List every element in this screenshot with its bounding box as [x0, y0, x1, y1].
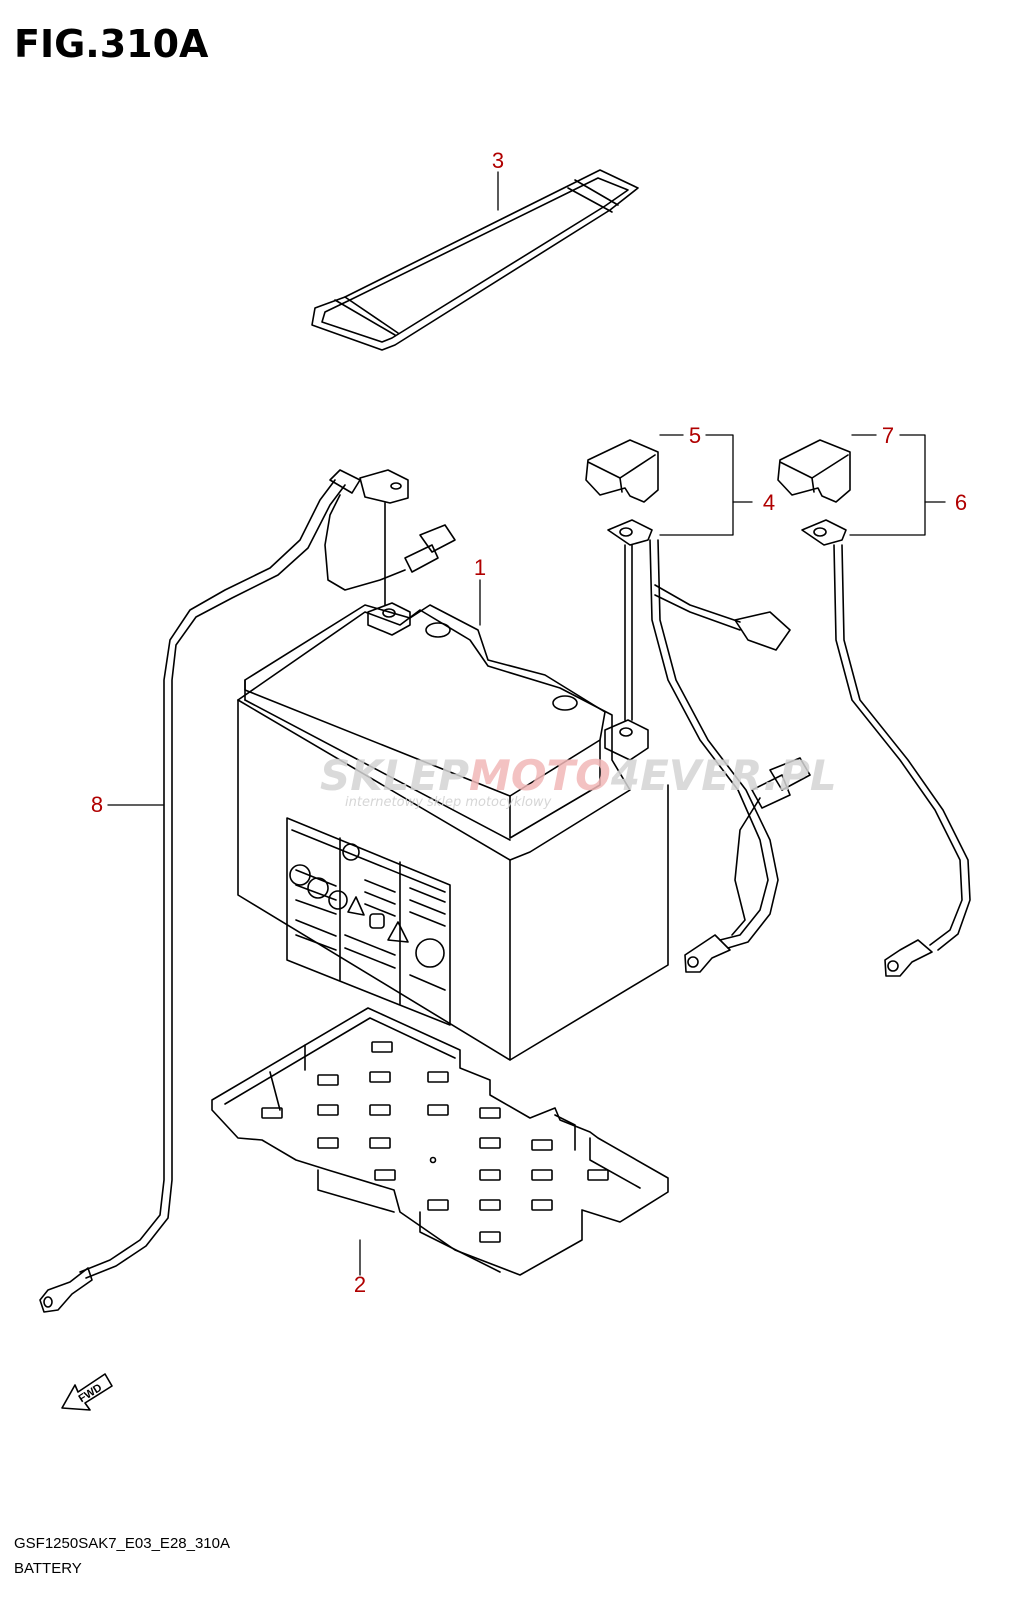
figure-caption: BATTERY: [14, 1560, 82, 1577]
callout-2: 2: [354, 1272, 366, 1297]
callout-4: 4: [763, 490, 775, 515]
fwd-arrow-icon: FWD: [61, 1373, 113, 1411]
callout-7: 7: [882, 423, 894, 448]
battery-tray: [211, 1007, 669, 1276]
svg-text:SKLEPMOTO4EVER.PL: SKLEPMOTO4EVER.PL: [320, 751, 837, 800]
watermark-brand-3: 4EVER: [610, 751, 763, 800]
watermark-brand-1: SKLEP: [320, 751, 469, 800]
negative-lead: [777, 439, 971, 977]
positive-lead: [585, 439, 811, 973]
callout-labels: 3 1 8 2 5 4 7 6: [91, 148, 967, 1297]
watermark-brand-2: MOTO: [469, 751, 611, 800]
callout-3: 3: [492, 148, 504, 173]
battery: [237, 602, 669, 1061]
battery-band: [311, 169, 639, 351]
callout-5: 5: [689, 423, 701, 448]
figure-title: FIG.310A: [14, 22, 209, 66]
callout-1: 1: [474, 555, 486, 580]
watermark-brand-suffix: .PL: [763, 751, 837, 800]
callout-leaders: [107, 171, 946, 1276]
callout-8: 8: [91, 792, 103, 817]
ground-wire: [39, 469, 456, 1313]
watermark-tagline: internetowy sklep motocyklowy: [345, 795, 552, 810]
watermark: SKLEPMOTO4EVER.PL internetowy sklep moto…: [320, 751, 837, 810]
callout-6: 6: [955, 490, 967, 515]
figure-code: GSF1250SAK7_E03_E28_310A: [14, 1535, 230, 1552]
